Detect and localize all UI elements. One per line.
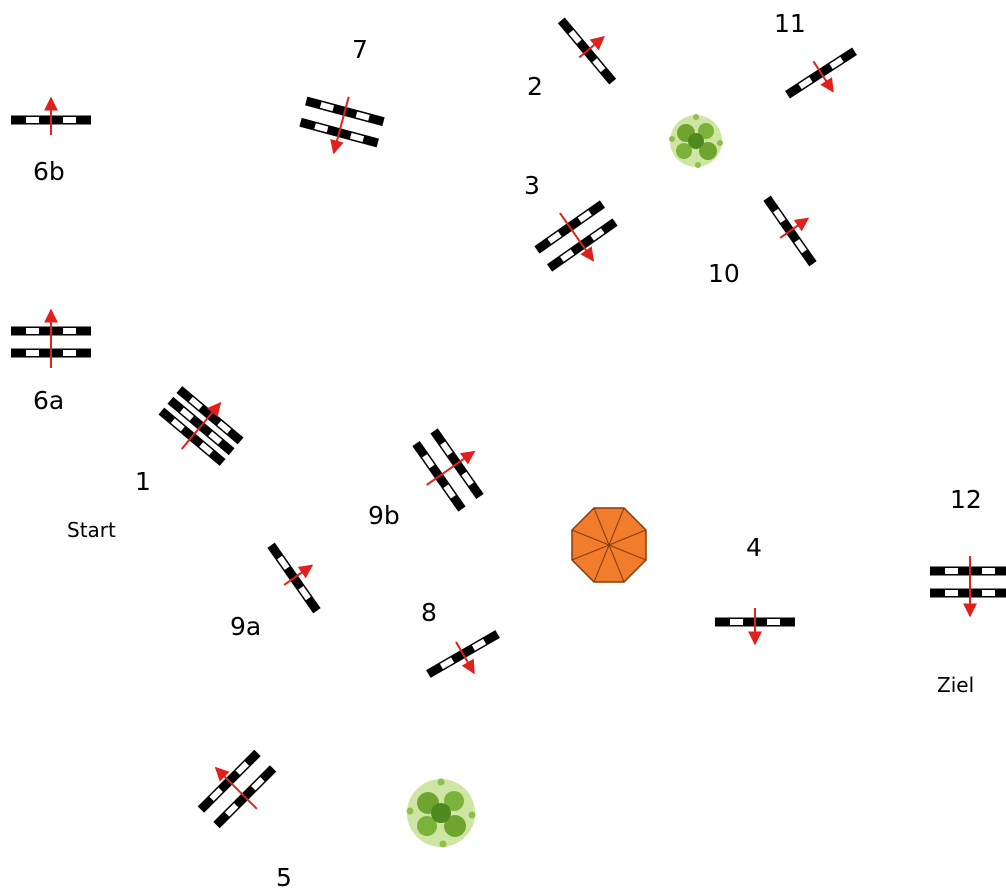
- finish-label: Ziel: [937, 673, 974, 697]
- umbrella-decoration: [571, 507, 647, 583]
- obstacle-7: [299, 96, 385, 155]
- obstacle-12: [930, 556, 1006, 618]
- label-2: 2: [527, 72, 543, 101]
- obstacle-5: [197, 749, 277, 829]
- plant-decoration: [406, 778, 476, 848]
- label-7: 7: [352, 35, 368, 64]
- label-12: 12: [950, 485, 982, 514]
- plant-decoration: [669, 114, 723, 168]
- label-10: 10: [708, 259, 740, 288]
- label-1: 1: [135, 467, 151, 496]
- label-8: 8: [421, 598, 437, 627]
- label-11: 11: [774, 9, 806, 38]
- label-6a: 6a: [33, 386, 64, 415]
- label-9a: 9a: [230, 612, 261, 641]
- label-3: 3: [524, 171, 540, 200]
- obstacle-6a: [11, 308, 91, 368]
- obstacle-3: [534, 200, 618, 272]
- obstacle-1: [158, 386, 244, 466]
- obstacle-2: [557, 17, 617, 85]
- obstacle-9a: [267, 542, 321, 614]
- obstacle-4: [715, 608, 795, 646]
- label-6b: 6b: [33, 157, 65, 186]
- obstacle-6b: [11, 96, 91, 135]
- obstacle-9b: [412, 428, 484, 512]
- obstacle-10: [763, 195, 817, 267]
- obstacle-11: [785, 47, 857, 99]
- start-label: Start: [67, 518, 116, 542]
- obstacle-8: [426, 630, 500, 678]
- label-4: 4: [746, 533, 762, 562]
- label-5: 5: [276, 863, 292, 891]
- label-9b: 9b: [368, 501, 400, 530]
